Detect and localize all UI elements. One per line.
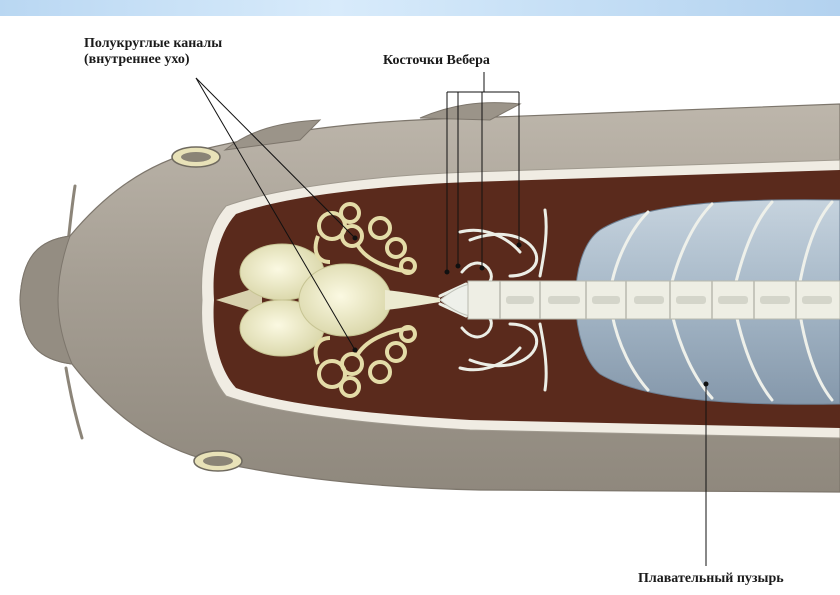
label-weberian-ossicles: Косточки Вебера [383,53,490,69]
label-semicircular-canals-line1: Полукруглые каналы [84,36,222,52]
eye-bottom [194,451,242,471]
eye-top [172,147,220,167]
label-semicircular-canals-line2: (внутреннее ухо) [84,52,222,68]
label-semicircular-canals: Полукруглые каналы (внутреннее ухо) [84,36,222,68]
label-swim-bladder: Плавательный пузырь [638,571,784,587]
vertebral-column [440,281,840,319]
